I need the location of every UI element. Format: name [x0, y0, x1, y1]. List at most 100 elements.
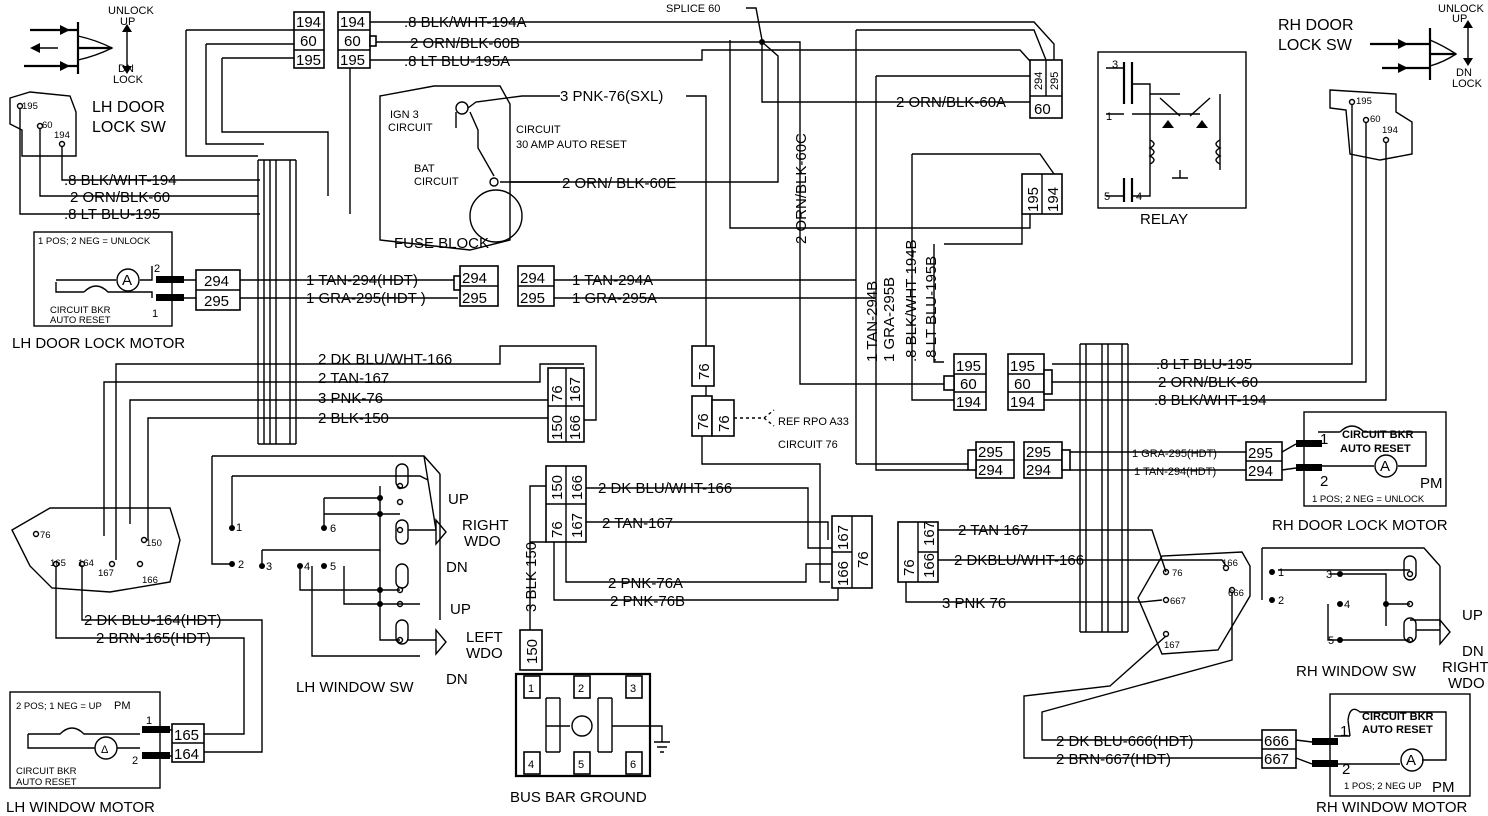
svg-text:4: 4: [1136, 191, 1142, 203]
wire-blk150v: 3 BLK 150: [523, 542, 540, 612]
rh-connector-195-60-194-right: 195 60 194: [1007, 353, 1053, 411]
svg-text:194: 194: [340, 14, 365, 31]
lock-label-right: LOCK: [1452, 78, 1483, 90]
svg-text:3: 3: [1112, 59, 1118, 71]
svg-text:76: 76: [901, 559, 918, 576]
svg-text:194: 194: [1382, 125, 1398, 136]
wire-rhgra295: 1 GRA-295(HDT): [1132, 448, 1217, 460]
lh-door-lock-sw-label-2: LOCK SW: [92, 119, 167, 136]
svg-text:PM: PM: [1432, 779, 1455, 796]
wire-60c: 2 ORN/BLK-60C: [793, 133, 810, 244]
svg-text:166: 166: [1222, 558, 1238, 569]
rh-window-motor-box: A 1 2 CIRCUIT BKR AUTO RESET 1 POS; 2 NE…: [1312, 693, 1471, 797]
svg-text:AUTO RESET: AUTO RESET: [1362, 724, 1433, 736]
svg-text:165: 165: [174, 727, 199, 744]
svg-text:294: 294: [520, 270, 545, 287]
wire-lh194: .8 BLK/WHT-194: [64, 172, 177, 189]
wire-rhdkblu166: 2 DKBLU/WHT-166: [954, 552, 1084, 569]
mid-connector-294-295-left: 294 295: [453, 265, 499, 307]
rh-window-motor-connector: 666 667: [1261, 729, 1297, 769]
svg-text:CIRCUIT BKR: CIRCUIT BKR: [50, 305, 111, 316]
wire-gra295b: 1 GRA-295B: [881, 277, 898, 362]
svg-text:294: 294: [1026, 462, 1051, 479]
svg-text:166: 166: [569, 475, 586, 500]
svg-text:2: 2: [132, 755, 138, 767]
lh-door-lock-sw-label-1: LH DOOR: [92, 99, 165, 116]
lh-dn-1: DN: [446, 559, 468, 576]
svg-text:166: 166: [142, 575, 158, 586]
wire-76sxl: 3 PNK-76(SXL): [560, 88, 663, 105]
svg-text:666: 666: [1264, 733, 1289, 750]
svg-text:A: A: [122, 272, 132, 289]
wire-rh60: 2 ORN/BLK-60: [1158, 374, 1258, 391]
svg-text:PM: PM: [114, 700, 131, 712]
rh-connector-195-60-194-left: 195 60 194: [943, 353, 987, 411]
lh-door-lock-sw-symbol: [24, 22, 132, 74]
rh-right-wdo-1: RIGHT: [1442, 659, 1488, 676]
svg-text:6: 6: [630, 759, 636, 771]
svg-text:194: 194: [296, 14, 321, 31]
svg-text:60: 60: [1370, 114, 1381, 125]
svg-text:2: 2: [578, 683, 584, 695]
rh-door-lock-sw-label-1: RH DOOR: [1278, 17, 1354, 34]
svg-text:167: 167: [1164, 640, 1180, 651]
wire-194a: .8 BLK/WHT-194A: [404, 14, 527, 31]
wire-pnk76a: 2 PNK-76A: [608, 575, 683, 592]
left-wdo-2: WDO: [466, 645, 503, 662]
svg-text:1: 1: [1106, 111, 1112, 123]
rh-door-lock-motor-label: RH DOOR LOCK MOTOR: [1272, 517, 1448, 534]
wire-tan167: 2 TAN-167: [318, 370, 389, 387]
wire-pnk76b: 2 PNK-76B: [610, 593, 685, 610]
wire-rhtan294: 1 TAN-294(HDT): [1134, 466, 1216, 478]
lh-door-lock-motor-label: LH DOOR LOCK MOTOR: [12, 335, 185, 352]
svg-text:CIRCUIT BKR: CIRCUIT BKR: [1362, 711, 1434, 723]
lh-window-motor-connector: 165 164: [171, 723, 205, 763]
svg-text:150: 150: [146, 538, 162, 549]
c150-ground: 150: [519, 629, 543, 671]
svg-text:167: 167: [567, 377, 584, 402]
svg-text:295: 295: [978, 444, 1003, 461]
svg-text:4: 4: [528, 759, 534, 771]
relay-connector-195-194: 195 194: [1021, 173, 1063, 215]
svg-text:2: 2: [154, 263, 160, 275]
svg-text:195: 195: [22, 101, 38, 112]
rh-window-motor-label: RH WINDOW MOTOR: [1316, 799, 1468, 816]
wire-dkblu166b: 2 DK BLU/WHT-166: [598, 480, 732, 497]
svg-text:167: 167: [98, 568, 114, 579]
svg-text:294: 294: [978, 462, 1003, 479]
fuse-block: [379, 85, 560, 251]
wire-dkblu164: 2 DK BLU-164(HDT): [84, 612, 222, 629]
rh-window-sw-label: RH WINDOW SW: [1296, 663, 1417, 680]
svg-text:294: 294: [462, 270, 487, 287]
rh-door-lock-sw-body: [1329, 89, 1413, 161]
wire-lh195: .8 LT BLU-195: [64, 206, 160, 223]
rh-window-sw: 1 2 3 4 5: [1261, 547, 1451, 647]
rh-connector-295-294-left: 295 294: [967, 441, 1015, 479]
svg-text:295: 295: [1248, 445, 1273, 462]
lh-lock-motor-connector: 294 295: [195, 269, 241, 311]
svg-text:76: 76: [695, 413, 712, 430]
wire-lh60: 2 ORN/BLK-60: [70, 189, 170, 206]
lh-door-lock-sw-body: [9, 91, 77, 157]
ref-rpo-2: CIRCUIT 76: [778, 439, 838, 451]
svg-text:2: 2: [1342, 761, 1350, 778]
svg-text:1: 1: [528, 683, 534, 695]
svg-text:667: 667: [1264, 751, 1289, 768]
wire-brn667: 2 BRN-667(HDT): [1056, 751, 1171, 768]
left-harness: [257, 159, 297, 445]
left-wdo-1: LEFT: [466, 629, 503, 646]
ign3-label-2: CIRCUIT: [388, 122, 433, 134]
relay: 3 1 5 4: [1097, 51, 1247, 209]
up-label-left: UP: [120, 16, 135, 28]
svg-text:3: 3: [1326, 569, 1332, 581]
svg-text:CIRCUIT BKR: CIRCUIT BKR: [1342, 429, 1414, 441]
svg-text:76: 76: [1172, 568, 1183, 579]
splice-60-label: SPLICE 60: [666, 3, 720, 15]
svg-text:1: 1: [236, 522, 242, 534]
svg-text:1: 1: [1340, 723, 1348, 740]
svg-text:60: 60: [300, 33, 317, 50]
lh-window-sw-connector: 76 167 150 166: [547, 367, 585, 443]
svg-text:294: 294: [1248, 463, 1273, 480]
svg-text:2 POS; 1 NEG = UP: 2 POS; 1 NEG = UP: [16, 701, 102, 712]
svg-text:AUTO RESET: AUTO RESET: [1340, 443, 1411, 455]
